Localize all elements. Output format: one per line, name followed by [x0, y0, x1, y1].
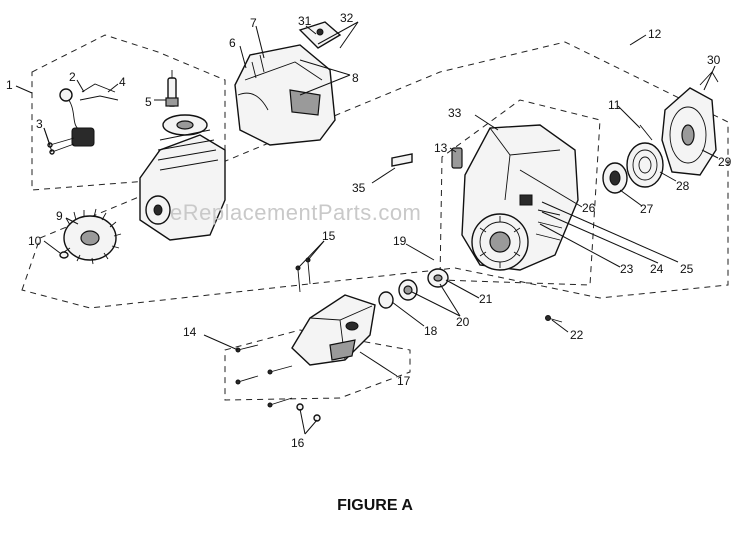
callout-2: 2 — [69, 70, 76, 84]
callout-29: 29 — [718, 155, 732, 169]
callout-3: 3 — [36, 117, 43, 131]
screws-drawing — [235, 257, 321, 422]
callout-18: 18 — [424, 324, 438, 338]
callout-1: 1 — [6, 78, 13, 92]
flywheel-drawing — [59, 208, 122, 265]
callout-4: 4 — [119, 75, 126, 89]
housing-assembly-outline — [439, 99, 601, 286]
engine-assembly-outline — [21, 41, 729, 309]
callout-9: 9 — [56, 209, 63, 223]
callout-33: 33 — [448, 106, 462, 120]
callout-19: 19 — [393, 234, 407, 248]
callout-35: 35 — [352, 181, 366, 195]
callout-8: 8 — [352, 71, 359, 85]
callout-32: 32 — [340, 11, 354, 25]
callout-labels: 1 2 3 4 5 6 7 8 9 10 11 12 13 14 15 16 1… — [6, 11, 732, 450]
callout-6: 6 — [229, 36, 236, 50]
callout-16: 16 — [291, 436, 305, 450]
shroud-handle-drawing — [298, 21, 342, 49]
ignition-assembly-outline — [31, 34, 226, 191]
callout-11: 11 — [608, 98, 621, 112]
engine-cover-drawing — [234, 44, 336, 146]
engine-block-drawing — [139, 114, 226, 241]
callout-28: 28 — [676, 179, 690, 193]
spark-plug-drawing — [165, 70, 179, 107]
gearbox-drawing — [291, 294, 376, 366]
callout-20: 20 — [456, 315, 470, 329]
callout-30: 30 — [707, 53, 721, 67]
callout-10: 10 — [28, 234, 42, 248]
callout-21: 21 — [479, 292, 493, 306]
starter-cover-drawing — [661, 71, 719, 176]
callout-22: 22 — [570, 328, 584, 342]
callout-15: 15 — [322, 229, 336, 243]
callout-17: 17 — [397, 374, 411, 388]
callout-31: 31 — [298, 14, 312, 28]
watermark: eReplacementParts.com — [170, 200, 422, 225]
assembly-outlines — [21, 34, 729, 401]
pulley-drawing — [602, 162, 628, 194]
leader-lines — [15, 21, 719, 435]
callout-13: 13 — [434, 141, 448, 155]
callout-26: 26 — [582, 201, 596, 215]
callout-25: 25 — [680, 262, 694, 276]
callout-27: 27 — [640, 202, 654, 216]
ignition-coil-drawing — [47, 83, 119, 155]
callout-12: 12 — [648, 27, 662, 41]
clutch-housing-drawing — [461, 124, 579, 271]
callout-7: 7 — [250, 16, 257, 30]
callout-14: 14 — [183, 325, 197, 339]
recoil-spring-drawing — [626, 124, 664, 188]
callout-5: 5 — [145, 95, 152, 109]
callout-23: 23 — [620, 262, 634, 276]
callout-24: 24 — [650, 262, 664, 276]
figure-caption: FIGURE A — [337, 497, 413, 514]
lower-fastener-outline — [224, 329, 411, 401]
small-parts-drawing — [378, 147, 563, 323]
